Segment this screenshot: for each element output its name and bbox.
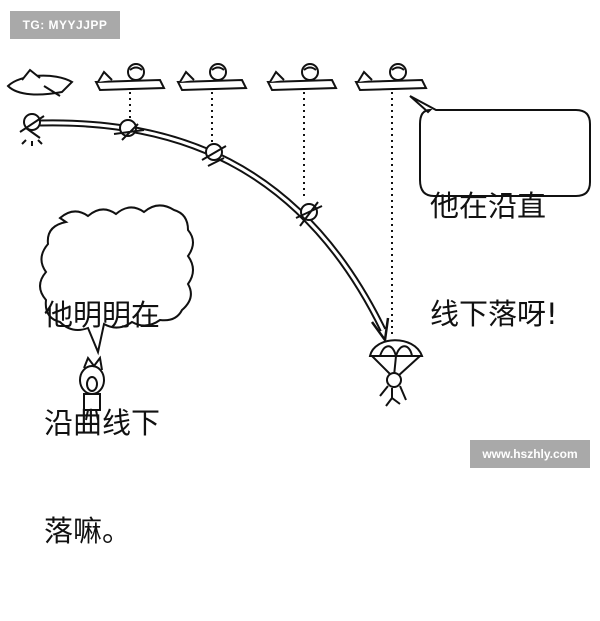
airplane-1	[6, 68, 74, 97]
falling-figure-1	[19, 113, 45, 146]
trajectory-arrowhead	[370, 317, 390, 344]
observer-figure	[79, 355, 105, 421]
speech-bubble-left: 他明明在 沿曲线下 落嘛。	[44, 225, 160, 621]
trajectory-curve	[39, 119, 387, 332]
speech-bubble-right-outline	[409, 95, 591, 197]
dotted-guide-lines	[129, 92, 393, 338]
falling-figure-2	[113, 119, 145, 141]
speech-left-line-1: 他明明在	[44, 298, 161, 332]
speech-right-line-1: 他在沿直	[430, 189, 547, 223]
airplane-4	[266, 63, 338, 92]
comic-panel: TG: MYYJJPP 他在沿直 线下落呀! 他明明在 沿曲线下 落嘛。 www…	[6, 11, 591, 548]
speech-left-line-2: 沿曲线下	[44, 406, 161, 440]
speech-right-line-2: 线下落呀!	[430, 297, 558, 331]
parachutist	[368, 339, 424, 407]
speech-left-line-3: 落嘛。	[44, 514, 132, 548]
airplane-5	[354, 63, 428, 92]
airplane-2	[94, 63, 166, 92]
falling-figure-4	[295, 201, 323, 227]
airplane-3	[176, 63, 248, 92]
watermark-tag: TG: MYYJJPP	[10, 11, 120, 39]
watermark-site: www.hszhly.com	[470, 440, 590, 468]
falling-figure-3	[201, 143, 227, 167]
speech-bubble-right: 他在沿直 线下落呀!	[430, 116, 558, 404]
comic-illustration	[6, 63, 591, 421]
speech-bubble-left-outline	[39, 204, 194, 356]
